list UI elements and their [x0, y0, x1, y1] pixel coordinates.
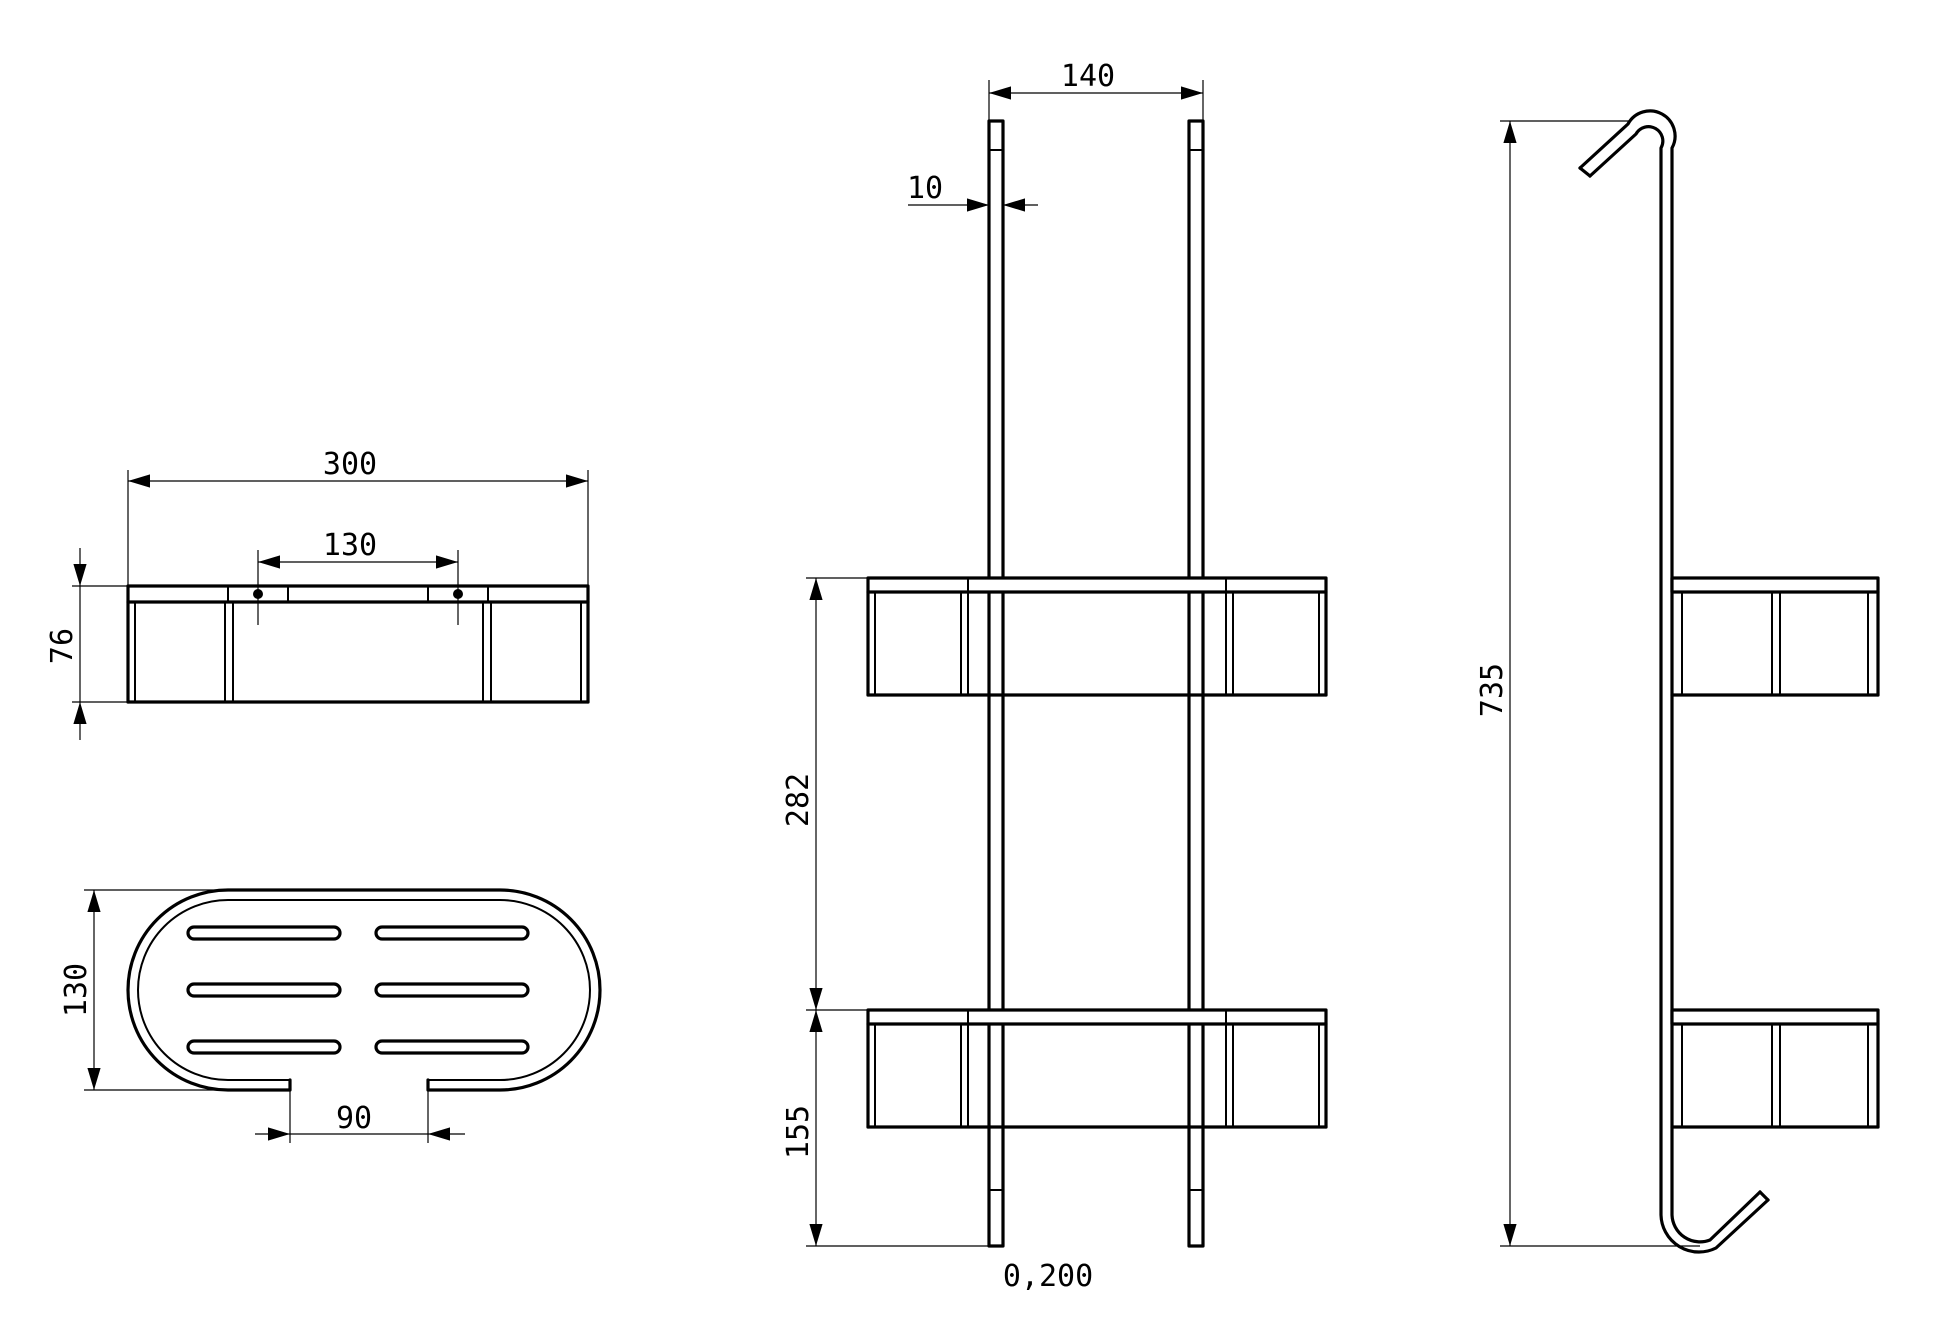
dimension-label-10: 10 — [907, 171, 943, 206]
dimension-10: 10 — [907, 171, 1038, 212]
dimension-282: 282 — [781, 577, 868, 1011]
dimension-140: 140 — [988, 59, 1204, 121]
dimension-90: 90 — [255, 1090, 465, 1143]
dimension-label-282: 282 — [781, 773, 816, 827]
dimension-label-90: 90 — [336, 1101, 372, 1136]
dimension-label-76: 76 — [45, 628, 80, 664]
basket-side-view — [126, 584, 590, 704]
dimension-label-735: 735 — [1475, 663, 1510, 717]
upper-shelf — [866, 576, 1328, 697]
upper-basket-side — [1670, 576, 1880, 697]
hanging-rail — [1578, 109, 1770, 1254]
side-view — [1578, 109, 1880, 1254]
dimension-300: 300 — [127, 447, 589, 586]
basket-plan-view — [126, 888, 602, 1092]
lower-basket-side — [1670, 1008, 1880, 1129]
dimension-155: 155 — [781, 1010, 989, 1247]
drain-slots — [186, 925, 530, 1055]
dimension-76: 76 — [45, 548, 128, 740]
lower-shelf — [866, 1008, 1328, 1129]
dimension-label-140: 140 — [1061, 59, 1115, 94]
front-view — [866, 119, 1328, 1248]
left-rail — [987, 119, 1005, 1248]
dimension-130-depth: 130 — [59, 889, 230, 1091]
dimension-130-spacing: 130 — [257, 528, 459, 625]
dimension-label-300: 300 — [323, 447, 377, 482]
dimension-label-130-spacing: 130 — [323, 528, 377, 563]
dimension-label-130-depth: 130 — [59, 963, 94, 1017]
right-rail — [1187, 119, 1205, 1248]
dimension-735: 735 — [1475, 120, 1700, 1247]
tolerance-label: 0,200 — [1003, 1259, 1093, 1294]
dimension-label-155: 155 — [781, 1105, 816, 1159]
